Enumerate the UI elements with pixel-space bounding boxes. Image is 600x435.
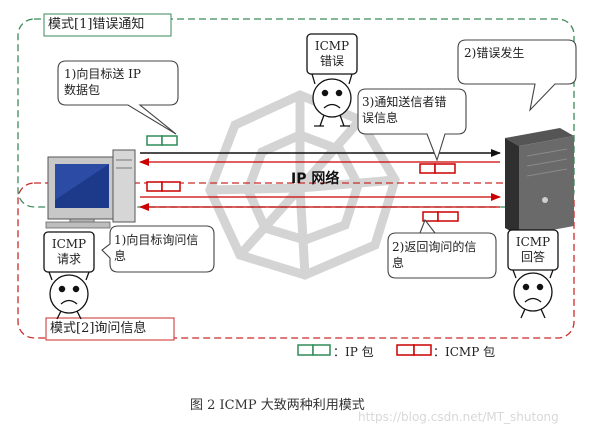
mode2-label: 模式[2]询问信息 (50, 321, 147, 336)
legend-icmp-swatch (396, 344, 432, 356)
callout-error-occurs-text: 2)错误发生 (464, 46, 525, 60)
figure-caption: 图 2 ICMP 大致两种利用模式 (190, 398, 365, 413)
callout-query-target (101, 225, 215, 273)
network-label: IP 网络 (291, 171, 340, 187)
legend-icmp-text: ：ICMP 包 (433, 345, 496, 359)
sign-icmp-error: ICMP 错误 (314, 39, 350, 68)
icmp-packet-query (146, 181, 181, 192)
callout-return-info (387, 218, 497, 279)
server-icon (505, 128, 574, 236)
callout-send-target-text: 1)向目标送 IP 数据包 (64, 67, 141, 97)
icmp-request-character-icon (43, 231, 95, 320)
sign-icmp-request: ICMP 请求 (51, 237, 87, 266)
legend-ip-swatch (297, 344, 331, 356)
sign-icmp-reply: ICMP 回答 (515, 235, 551, 264)
icmp-packet-answer (422, 211, 459, 222)
callout-send-target (57, 60, 179, 135)
mode2-frame (17, 182, 575, 339)
mode1-label: 模式[1]错误通知 (48, 17, 145, 32)
callout-return-info-text: 2)返回询问的信 息 (392, 240, 477, 270)
watermark: https://blog.csdn.net/MT_shutong (358, 410, 559, 424)
legend-ip-text: ：IP 包 (333, 345, 374, 359)
callout-notify-sender (357, 88, 467, 162)
callout-notify-sender-text: 3)通知送信者错 误信息 (362, 95, 447, 125)
icmp-reply-character-icon (507, 229, 559, 319)
icmp-packet-error (419, 163, 456, 174)
mode2-label-box (45, 317, 175, 341)
mode1-label-box (43, 13, 172, 37)
icmp-error-character-icon (306, 33, 358, 127)
client-computer-icon (45, 149, 136, 229)
ip-packet (146, 135, 178, 146)
callout-error-occurs (457, 39, 577, 112)
callout-query-target-text: 1)向目标询问信 息 (114, 233, 199, 263)
